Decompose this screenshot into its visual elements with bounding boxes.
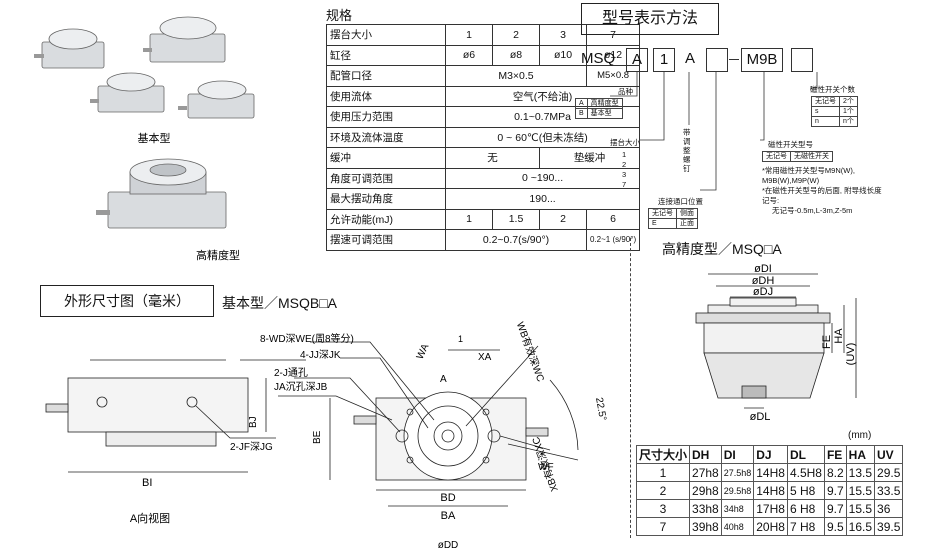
- precision-type-caption: 高精度型: [196, 248, 240, 262]
- outline-subtitle: 基本型／MSQB□A: [222, 295, 338, 311]
- spec-row-cushion: 缓冲无垫缓冲: [326, 147, 641, 169]
- code-cell-size: 1: [653, 48, 675, 72]
- svg-text:WA: WA: [415, 342, 432, 361]
- svg-text:2-JF深JG: 2-JF深JG: [230, 441, 273, 453]
- svg-text:FE: FE: [821, 335, 833, 349]
- svg-text:BA: BA: [441, 510, 456, 522]
- port-label: 连接通口位置: [658, 197, 703, 206]
- svg-text:A: A: [440, 374, 447, 385]
- precision-drawing: øDI øDH øDJ øDL FE HA (UV): [695, 263, 857, 423]
- code-cell-adjust: A: [684, 50, 695, 67]
- svg-text:BD: BD: [440, 492, 455, 504]
- switch-label: 磁性开关型号: [768, 140, 813, 149]
- svg-text:øDH: øDH: [752, 275, 775, 287]
- svg-text:HA: HA: [833, 328, 845, 344]
- code-cell-kind: A: [626, 48, 648, 72]
- svg-text:BJ: BJ: [248, 416, 259, 428]
- svg-text:øDJ: øDJ: [753, 286, 773, 298]
- svg-text:øDL: øDL: [750, 411, 771, 423]
- code-cell-switch: M9B: [741, 48, 783, 72]
- svg-text:8-WD深WE(周8等分): 8-WD深WE(周8等分): [260, 332, 354, 345]
- model-code-title: 型号表示方法: [581, 3, 719, 35]
- svg-text:1: 1: [458, 334, 463, 344]
- svg-text:BE: BE: [312, 430, 323, 444]
- svg-text:øDD: øDD: [438, 540, 459, 548]
- code-cell-count: [791, 48, 813, 72]
- svg-text:øDI: øDI: [754, 263, 772, 275]
- svg-text:(UV): (UV): [845, 343, 857, 366]
- svg-text:BI: BI: [142, 477, 152, 489]
- code-cell-port: [706, 48, 728, 72]
- product-photos: 基本型 高精度型: [28, 4, 278, 266]
- svg-text:WF: WF: [538, 462, 554, 473]
- count-label: 磁性开关个数: [810, 85, 855, 94]
- dim-unit: (mm): [848, 430, 872, 441]
- svg-text:22.5°: 22.5°: [593, 397, 608, 422]
- svg-text:2-J通孔: 2-J通孔: [274, 367, 308, 379]
- product-photo-illustration: 基本型 高精度型: [34, 16, 255, 262]
- model-code-row: MSQ A 1 A M9B: [581, 48, 821, 72]
- svg-text:WB有效深WC: WB有效深WC: [514, 320, 548, 383]
- spec-title: 规格: [326, 8, 353, 23]
- kind-label: 品种: [618, 87, 633, 96]
- size-label: 摆台大小: [610, 138, 640, 147]
- svg-text:4-JJ深JK: 4-JJ深JK: [300, 349, 341, 361]
- adjust-screw-note: 带调整螺钉: [683, 128, 691, 173]
- precision-title: 高精度型／MSQ□A: [662, 241, 782, 257]
- svg-text:XA: XA: [478, 352, 492, 363]
- outline-drawing: 8-WD深WE(周8等分) 4-JJ深JK 2-J通孔 JA沉孔深JB 2-JF…: [45, 320, 608, 548]
- switch-notes: *常用磁性开关型号M9N(W), M9B(W),M9P(W) *在磁性开关型号的…: [762, 166, 882, 215]
- svg-text:A向视图: A向视图: [130, 511, 170, 525]
- switch-table: 无记号无磁性开关: [762, 151, 833, 162]
- section-divider: [630, 238, 631, 538]
- svg-text:JA沉孔深JB: JA沉孔深JB: [274, 380, 328, 393]
- model-prefix: MSQ: [581, 50, 616, 67]
- basic-type-caption: 基本型: [138, 131, 171, 145]
- model-code-leaders: [610, 72, 818, 191]
- outline-title-box: 外形尺寸图（毫米）: [40, 285, 214, 317]
